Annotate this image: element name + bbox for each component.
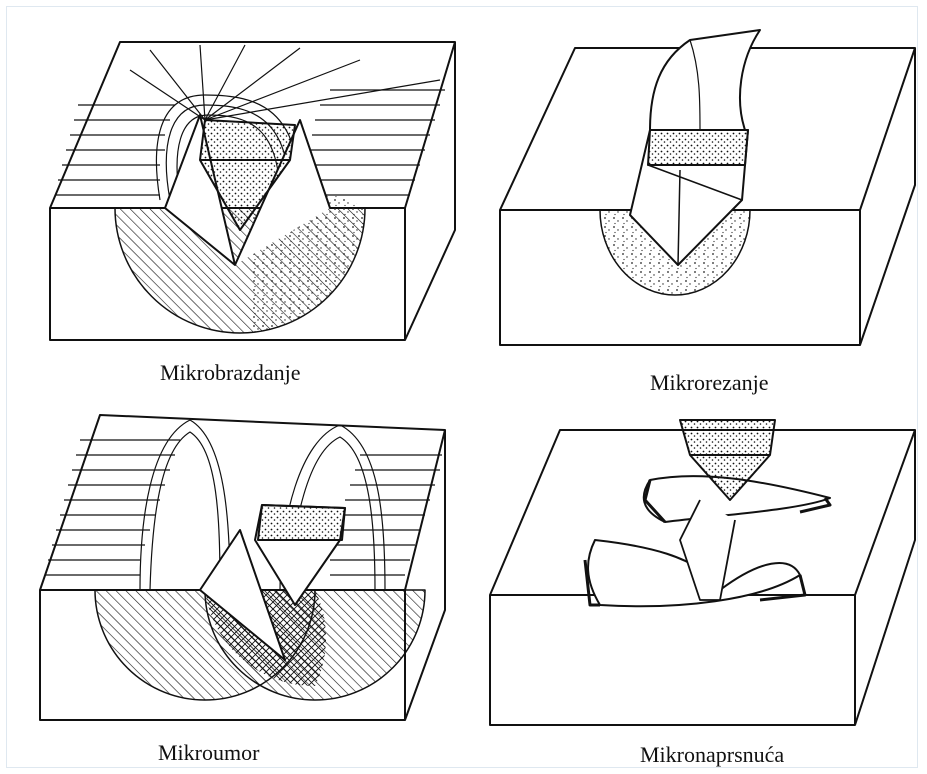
caption-microfatigue: Mikroumor <box>158 740 259 766</box>
caption-microcutting: Mikrorezanje <box>650 370 769 396</box>
panel-microfatigue <box>40 415 445 720</box>
panel-microploughing <box>50 42 455 340</box>
caption-microcracking: Mikronaprsnuća <box>640 742 784 768</box>
caption-microploughing: Mikrobrazdanje <box>160 360 301 386</box>
panel-microcutting <box>500 30 915 345</box>
panel-microcracking <box>490 420 915 725</box>
